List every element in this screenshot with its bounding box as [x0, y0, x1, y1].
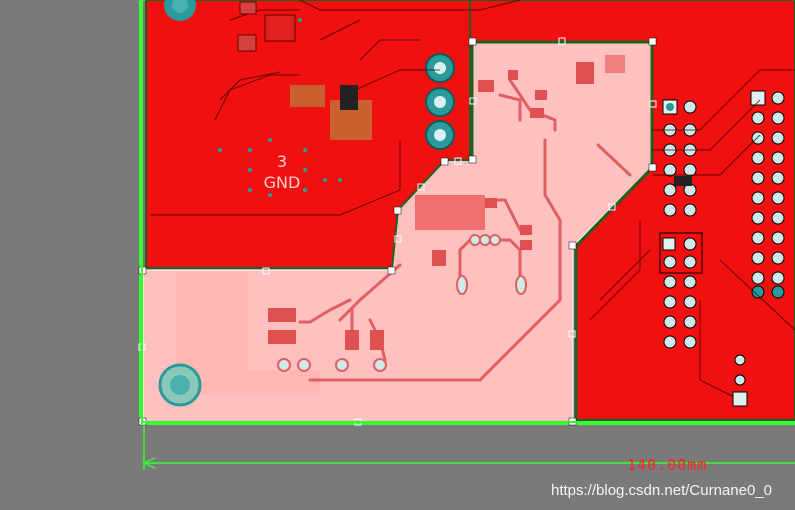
- component: [674, 176, 692, 186]
- via: [732, 391, 748, 407]
- net-label-number: 3: [276, 152, 288, 171]
- component: [237, 34, 257, 52]
- vias: [218, 18, 342, 197]
- watermark-text: https://blog.csdn.net/Curnane0_0: [551, 482, 772, 499]
- region-inner-block: [415, 195, 485, 230]
- right-traces: [299, 0, 795, 401]
- mounting-hole: [158, 363, 202, 407]
- component-highlight: [290, 85, 325, 107]
- component: [340, 85, 358, 110]
- region-inner-shade: [176, 272, 320, 395]
- pour-edge-line: [574, 42, 654, 420]
- dimension-text: 140.00mm: [627, 456, 708, 474]
- net-label-name: GND: [263, 173, 301, 192]
- dimension-line: [142, 425, 795, 470]
- header-connector: [659, 232, 703, 349]
- pads: [268, 55, 625, 372]
- board-outline: [139, 0, 795, 425]
- via: [734, 354, 746, 366]
- mounting-hole: [164, 0, 196, 21]
- through-hole-pads: [425, 53, 455, 150]
- via: [734, 374, 746, 386]
- header-connector: [750, 90, 785, 299]
- copper-traces-upper-left: [150, 9, 440, 216]
- component: [239, 1, 257, 15]
- component: [264, 14, 296, 42]
